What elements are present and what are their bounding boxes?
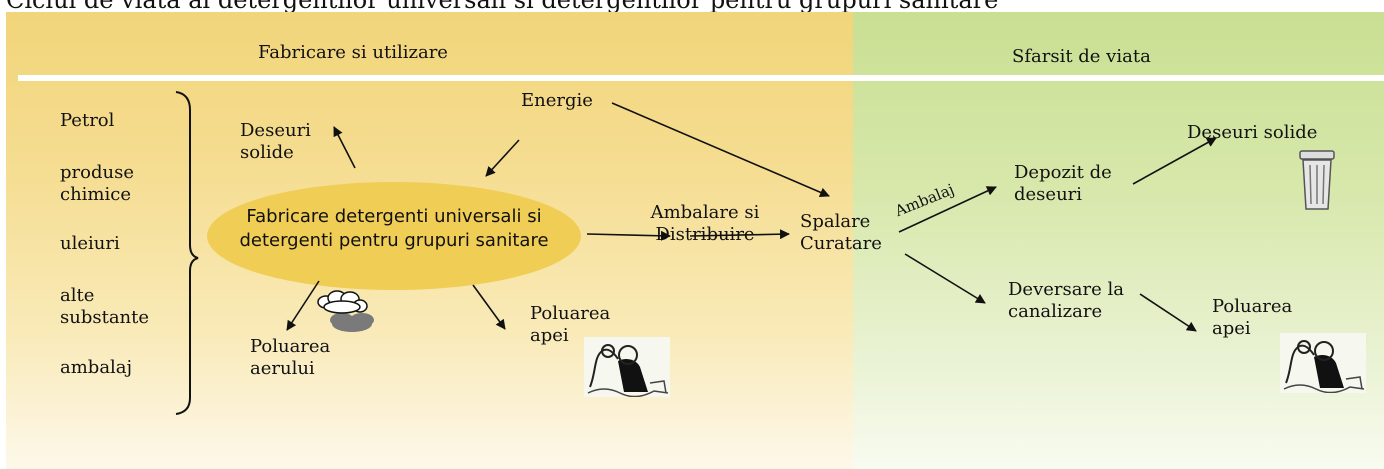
node-solid-waste-end: Deseuri solide <box>1187 122 1318 143</box>
node-packaging-distribution: Ambalare si Distribuire <box>650 202 760 245</box>
input-item: alte substante <box>60 285 150 328</box>
arrow-landfill-solid-waste <box>1132 137 1217 185</box>
diagram-title: Ciclul de viata al detergentilor univers… <box>6 0 999 14</box>
arrow-sewage-water <box>1139 293 1197 332</box>
arrow-process-packaging <box>586 230 671 241</box>
trash-can-icon <box>1299 150 1335 210</box>
node-landfill: Depozit de deseuri <box>1014 162 1112 205</box>
water-pollution-icon <box>584 337 670 397</box>
input-item: uleiuri <box>60 233 120 254</box>
arrow-energy-process <box>485 139 520 177</box>
header-end-of-life: Sfarsit de viata <box>1012 46 1151 67</box>
arrow-washing-sewage <box>904 253 986 304</box>
arrow-packaging-washing <box>689 229 790 240</box>
node-air-pollution: Poluarea aerului <box>250 336 331 379</box>
process-label: Fabricare detergenti universali si deter… <box>239 206 549 251</box>
water-pollution-icon <box>1280 333 1366 393</box>
input-brace <box>175 91 199 415</box>
node-water-pollution: Poluarea apei <box>530 303 611 346</box>
arrow-process-air <box>286 280 320 331</box>
header-divider <box>18 75 1384 81</box>
input-item: ambalaj <box>60 357 133 378</box>
arrow-process-water <box>472 284 506 330</box>
cloud-icon <box>317 290 374 332</box>
node-sewage-discharge: Deversare la canalizare <box>1008 279 1124 322</box>
arrow-energy-washing <box>611 102 830 198</box>
node-washing-cleaning: Spalare Curatare <box>800 211 882 254</box>
node-energy: Energie <box>521 90 593 111</box>
input-item: produse chimice <box>60 162 134 205</box>
arrow-process-solid-waste <box>333 126 356 169</box>
header-manufacturing: Fabricare si utilizare <box>258 42 448 63</box>
node-solid-waste: Deseuri solide <box>240 120 311 163</box>
node-water-pollution-end: Poluarea apei <box>1212 296 1293 339</box>
arrow-washing-landfill <box>898 186 997 233</box>
input-item: Petrol <box>60 110 115 131</box>
process-ellipse <box>207 182 581 290</box>
